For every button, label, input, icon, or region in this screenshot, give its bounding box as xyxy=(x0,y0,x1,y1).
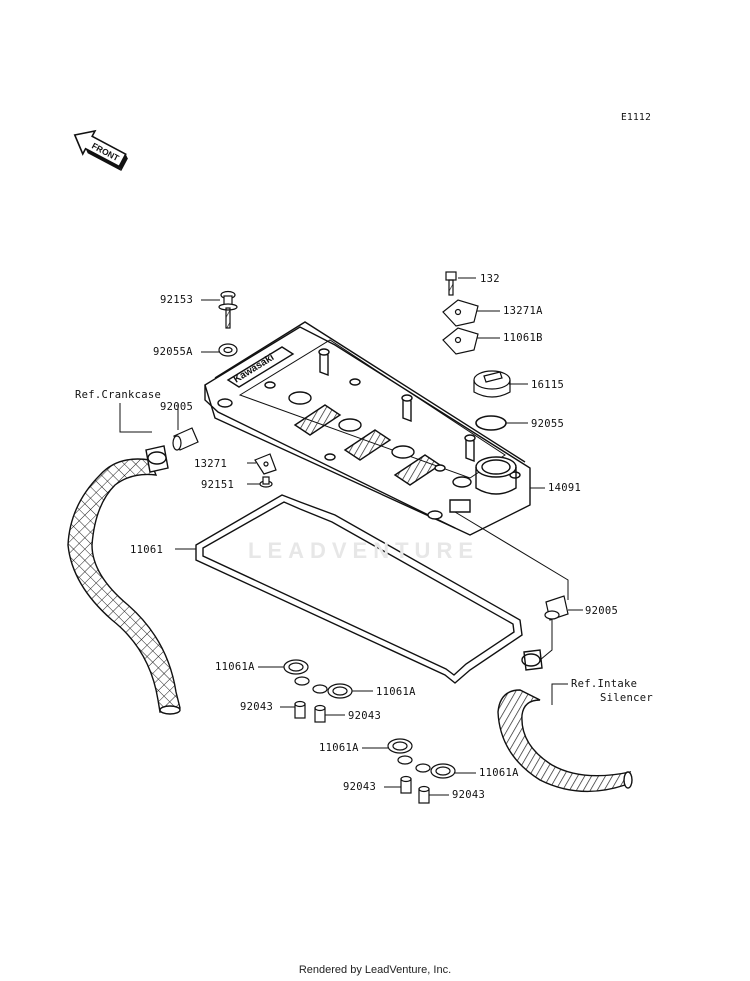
label-92043-3[interactable]: 92043 xyxy=(343,781,377,793)
plate-13271A xyxy=(442,299,479,327)
bolt-92151 xyxy=(259,476,273,488)
label-ref-intake-silencer[interactable]: Silencer xyxy=(600,692,653,704)
label-92043-4[interactable]: 92043 xyxy=(452,789,486,801)
valve-cover: Kawasaki xyxy=(204,321,531,536)
footer-credit: Rendered by LeadVenture, Inc. xyxy=(298,964,452,976)
label-92005-right[interactable]: 92005 xyxy=(585,605,619,617)
bolt-132 xyxy=(445,271,457,296)
label-132[interactable]: 132 xyxy=(480,273,500,285)
bolt-92153 xyxy=(218,290,238,329)
label-13271[interactable]: 13271 xyxy=(194,458,228,470)
valve-cover-gasket xyxy=(195,494,523,684)
label-11061B[interactable]: 11061B xyxy=(503,332,543,344)
label-14091[interactable]: 14091 xyxy=(548,482,582,494)
intake-hose xyxy=(497,649,633,793)
oring-92055 xyxy=(475,415,507,431)
label-11061[interactable]: 11061 xyxy=(130,544,164,556)
bracket-13271 xyxy=(254,453,277,475)
label-ref-crankcase[interactable]: Ref.Crankcase xyxy=(75,389,162,401)
oil-cap-16115 xyxy=(473,370,511,398)
diagram-code: E1112 xyxy=(621,112,652,123)
front-arrow-icon: FRONT xyxy=(73,129,128,172)
label-92153[interactable]: 92153 xyxy=(160,294,194,306)
gasket-11061B xyxy=(442,327,479,355)
label-92055A[interactable]: 92055A xyxy=(153,346,193,358)
label-11061A-4[interactable]: 11061A xyxy=(479,767,519,779)
label-11061A-3[interactable]: 11061A xyxy=(319,742,359,754)
label-11061A-1[interactable]: 11061A xyxy=(215,661,255,673)
label-16115[interactable]: 16115 xyxy=(531,379,565,391)
label-11061A-2[interactable]: 11061A xyxy=(376,686,416,698)
label-92151[interactable]: 92151 xyxy=(201,479,235,491)
crankcase-hose xyxy=(67,445,181,715)
seal-group-2 xyxy=(387,738,456,804)
watermark: LEADVENTURE xyxy=(248,538,480,563)
label-92005-left[interactable]: 92005 xyxy=(160,401,194,413)
label-92043-2[interactable]: 92043 xyxy=(348,710,382,722)
washer-92055A xyxy=(218,343,238,357)
seal-group-1 xyxy=(283,659,353,723)
fitting-92005-left xyxy=(172,427,199,451)
label-13271A[interactable]: 13271A xyxy=(503,305,543,317)
label-92055[interactable]: 92055 xyxy=(531,418,565,430)
label-92043-1[interactable]: 92043 xyxy=(240,701,274,713)
fitting-92005-right xyxy=(544,595,569,621)
label-ref-intake[interactable]: Ref.Intake xyxy=(571,678,638,690)
leader-lines xyxy=(119,277,583,796)
